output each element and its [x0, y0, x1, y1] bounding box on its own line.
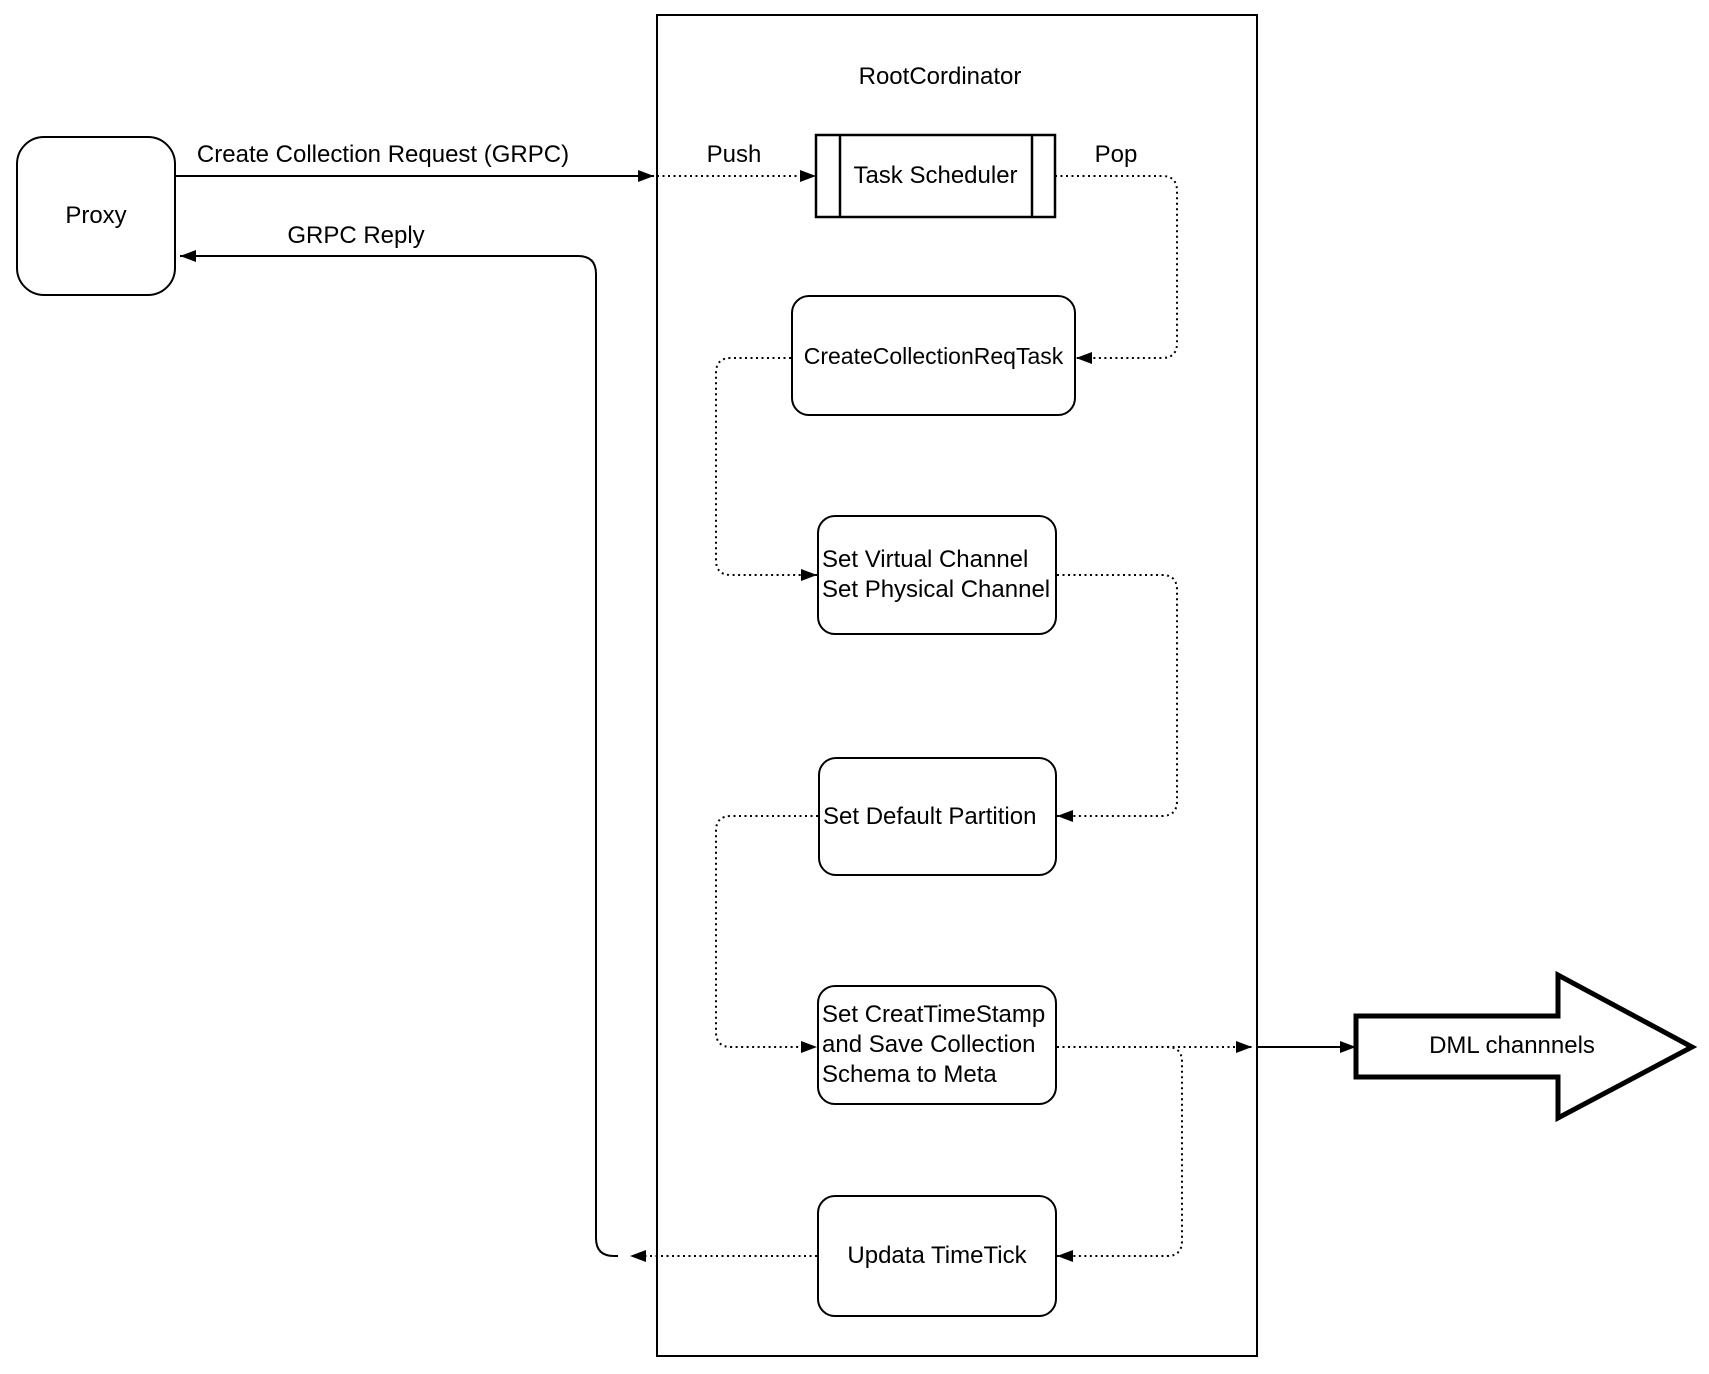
rootcoordinator-container: [656, 14, 1258, 1357]
task-label-line: Set Physical Channel: [822, 576, 1051, 603]
edge-setchannels-to-partition: [1057, 574, 1178, 822]
edge-branch-to-timetick: [1057, 1046, 1183, 1262]
task-label-line: Set CreatTimeStamp: [822, 1001, 1046, 1028]
task-label-line: Schema to Meta: [822, 1061, 997, 1088]
dml-channels-label: DML channnels: [1429, 1032, 1595, 1059]
task-scheduler-label: Task Scheduler: [853, 162, 1018, 189]
edge-pop-label: Pop: [1094, 141, 1138, 168]
task-set-timestamp-save-schema: Set CreatTimeStamp and Save Collection S…: [817, 985, 1057, 1105]
proxy-label: Proxy: [65, 202, 127, 229]
task-scheduler-node: Task Scheduler: [816, 135, 1055, 217]
task-label: Updata TimeTick: [847, 1242, 1027, 1269]
task-create-collection-req: CreateCollectionReqTask: [791, 295, 1076, 416]
task-scheduler-shape: [814, 133, 1057, 219]
task-label: Set Default Partition: [823, 802, 1037, 830]
edge-create-request-label: Create Collection Request (GRPC): [196, 141, 570, 168]
task-label-line: and Save Collection: [822, 1031, 1036, 1058]
rootcoordinator-title: RootCordinator: [858, 63, 1022, 90]
dml-channels-arrow: [1353, 970, 1698, 1123]
edge-push-label: Push: [706, 141, 762, 168]
task-set-channels: Set Virtual Channel Set Physical Channel: [817, 515, 1057, 635]
edge-partition-to-timestamp: [715, 815, 818, 1053]
edge-ccrt-to-setchannels: [715, 357, 817, 581]
edge-grpc-reply-label: GRPC Reply: [287, 222, 425, 249]
task-label: CreateCollectionReqTask: [803, 342, 1064, 369]
edge-grpc-reply-line: [180, 250, 618, 1257]
task-set-default-partition: Set Default Partition: [818, 757, 1057, 876]
task-label-line: Set Virtual Channel: [822, 546, 1029, 573]
proxy-node: Proxy: [16, 136, 176, 296]
task-update-timetick: Updata TimeTick: [817, 1195, 1057, 1317]
